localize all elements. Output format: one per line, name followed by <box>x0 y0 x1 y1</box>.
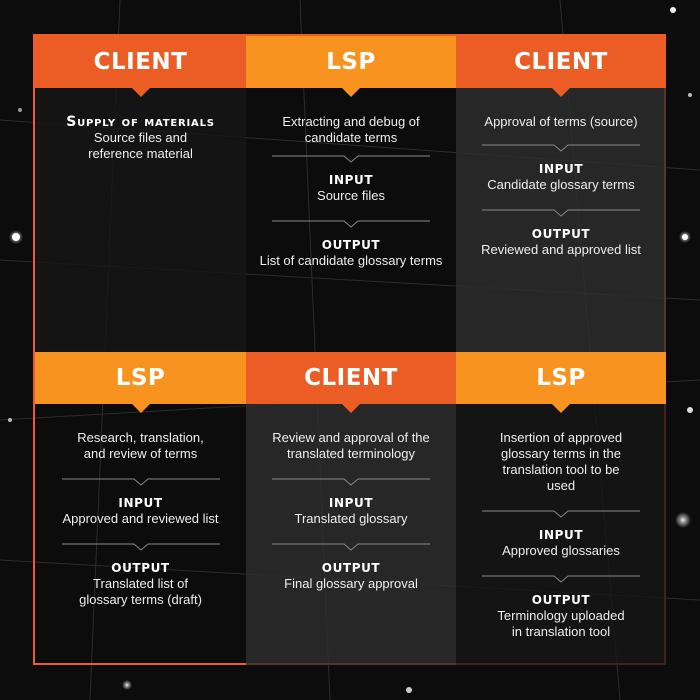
input-label: INPUT <box>328 173 374 187</box>
divider <box>482 575 640 585</box>
divider <box>272 220 430 230</box>
task-text: Approval of terms (source) <box>484 114 638 129</box>
output-label: OUTPUT <box>321 238 381 252</box>
cell-header: CLIENT <box>35 36 246 97</box>
terminology-workflow-grid: CLIENT Supply of materials Source files … <box>33 34 666 665</box>
task-text: Extracting and debug of candidate terms <box>282 114 420 145</box>
cell-client-approval: CLIENT Approval of terms (source) INPUT … <box>456 36 666 352</box>
divider <box>61 478 220 488</box>
input-text: Candidate glossary terms <box>487 177 635 192</box>
output-label: OUTPUT <box>111 561 170 575</box>
input-text: Translated glossary <box>294 511 408 526</box>
output-label: OUTPUT <box>531 593 591 607</box>
task-text: Research, translation, and review of ter… <box>77 430 204 461</box>
cell-header: LSP <box>456 352 666 413</box>
divider <box>272 478 430 488</box>
output-text: List of candidate glossary terms <box>259 253 443 268</box>
input-label: INPUT <box>328 496 374 510</box>
output-label: OUTPUT <box>531 227 591 241</box>
output-text: Translated list of glossary terms (draft… <box>79 576 202 607</box>
cell-header: LSP <box>246 36 456 97</box>
input-text: Approved glossaries <box>502 543 620 558</box>
divider <box>272 543 430 553</box>
output-text: Terminology uploaded in translation tool <box>497 608 625 639</box>
cell-lsp-insertion: LSP Insertion of approved glossary terms… <box>456 352 666 665</box>
cell-header: LSP <box>35 352 246 413</box>
input-label: INPUT <box>538 528 584 542</box>
task-text: Review and approval of the translated te… <box>272 430 430 461</box>
input-label: INPUT <box>118 496 163 510</box>
cell-client-review: CLIENT Review and approval of the transl… <box>246 352 456 665</box>
input-label: INPUT <box>538 162 584 176</box>
input-text: Source files <box>317 188 385 203</box>
divider <box>482 510 640 520</box>
supply-text: Source files and reference material <box>88 130 193 161</box>
cell-header: CLIENT <box>246 352 456 413</box>
cell-client-supply: CLIENT Supply of materials Source files … <box>35 36 246 352</box>
cell-lsp-extract: LSP Extracting and debug of candidate te… <box>246 36 456 352</box>
cell-lsp-translation: LSP Research, translation, and review of… <box>35 352 246 665</box>
cell-header: CLIENT <box>456 36 666 97</box>
divider <box>482 209 640 219</box>
output-label: OUTPUT <box>321 561 381 575</box>
task-text: Insertion of approved glossary terms in … <box>499 430 623 493</box>
input-text: Approved and reviewed list <box>62 511 219 526</box>
supply-label: Supply of materials <box>66 114 215 130</box>
output-text: Reviewed and approved list <box>481 242 641 257</box>
divider <box>482 144 640 154</box>
output-text: Final glossary approval <box>284 576 418 591</box>
divider <box>272 155 430 165</box>
divider <box>61 543 220 553</box>
